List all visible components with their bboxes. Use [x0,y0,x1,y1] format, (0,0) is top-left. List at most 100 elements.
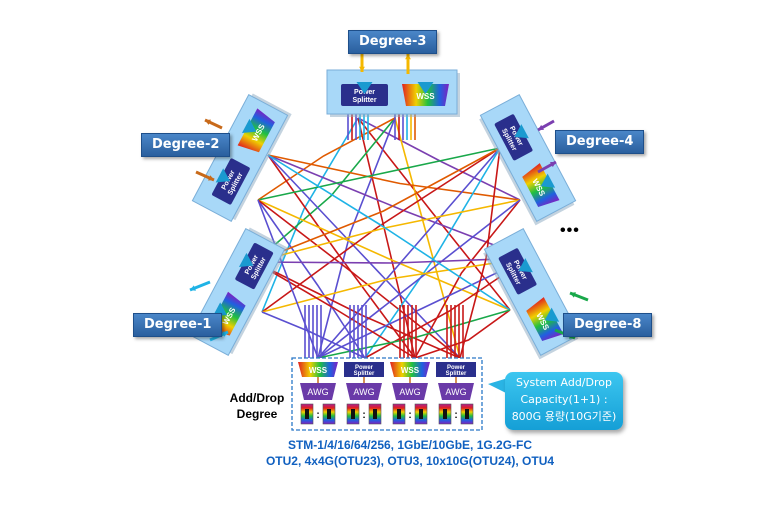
degree-3-in-arrow-head [359,66,365,72]
wss-text: WSS [401,366,420,375]
port-triangle-icon [540,173,556,188]
degree-8-in-arrow-head [570,292,576,298]
add-drop-degree-label: Add/Drop Degree [222,390,292,422]
transponder-label [327,409,331,419]
fiber-link [357,117,416,359]
fiber-link [459,147,501,359]
add-drop-label-line2: Degree [236,407,278,421]
degree-1-in-arrow-head [222,331,228,337]
client-interfaces-line1: STM-1/4/16/64/256, 1GbE/10GbE, 1G.2G-FC [287,438,533,452]
fiber-link [257,199,461,359]
awg-box [392,383,428,400]
degree-2-out-arrow-head [205,119,211,125]
transponder-label [397,409,401,419]
fiber-link [267,154,511,311]
fiber-link [257,147,501,201]
degree-3-out-arrow-head [405,54,411,60]
fiber-link [414,199,521,359]
awg-text: AWG [353,387,374,397]
port-triangle-icon [356,82,373,94]
degree-nodes: PowerSplitterWSSPowerSplitterWSSPowerSpl… [188,54,589,360]
fiber-link [257,199,511,311]
transponder-label [373,409,377,419]
power-splitter-box [494,114,533,161]
degree-2-in-arrow-head [208,175,214,181]
awg-box [438,383,474,400]
awg-text: AWG [307,387,328,397]
wss-box [237,108,275,153]
port-triangle-icon [238,252,254,267]
power-splitter-box [498,248,537,295]
fiber-link [254,261,416,359]
transponder-ellipsis: : [316,410,319,421]
port-triangle-icon [544,307,560,322]
transponder-ellipsis: : [362,410,365,421]
port-triangle-icon [212,302,228,317]
power-splitter-box [436,362,476,377]
fiber-link [267,154,521,201]
degree-1-label: Degree-1 [133,313,223,337]
port-triangle-icon [417,82,434,94]
degree-1-node: WSSPowerSplitter [188,227,289,356]
transponder-label [443,409,447,419]
fiber-link [257,117,396,201]
degree-4-node: PowerSplitterWSS [479,94,577,226]
degree-3-label: Degree-3 [348,30,438,54]
power-splitter-box [341,84,388,106]
fiber-link [267,154,416,359]
degree-4-out-arrow-head [550,162,556,168]
fiber-mesh [254,108,529,362]
port-triangle-icon [518,258,533,273]
power-splitter-box [212,158,250,205]
degree-8-node: PowerSplitterWSS [483,228,581,360]
more-degrees-ellipsis: ••• [560,222,580,239]
degree-4-label: Degree-4 [555,130,645,154]
port-triangle-icon [514,124,529,139]
degree-8-label: Degree-8 [563,313,653,337]
fiber-link [317,257,529,359]
capacity-callout: System Add/Drop Capacity(1+1) : 800G 용량(… [505,372,623,430]
transponder-ellipsis: : [408,410,411,421]
power-splitter-text: Splitter [446,371,467,377]
degree-2-node: PowerSplitterWSS [191,93,292,222]
transponder-label [465,409,469,419]
client-interfaces-line2: OTU2, 4x4G(OTU23), OTU3, 10x10G(OTU24), … [265,454,555,468]
wss-box [402,84,449,106]
power-splitter-box [344,362,384,377]
fiber-link [261,147,501,313]
port-triangle-icon [215,168,231,183]
power-splitter-text: Splitter [354,371,375,377]
awg-text: AWG [399,387,420,397]
degree-4-in-arrow-head [538,124,544,130]
awg-box [300,383,336,400]
power-splitter-box [235,243,274,290]
callout-tail [488,378,508,394]
fiber-link [414,309,511,359]
wss-box [522,163,560,207]
wss-box [390,362,430,377]
fiber-link [357,117,521,201]
wss-text: WSS [416,92,435,101]
degree-2-label: Degree-2 [141,133,231,157]
fiber-link [317,147,501,359]
fiber-link [261,311,366,359]
callout-line3: 800G 용량(10G기준) [511,410,617,423]
fiber-link [254,257,529,264]
callout-line2: Capacity(1+1) : [520,393,608,406]
transponder-ellipsis: : [454,410,457,421]
transponder-label [351,409,355,419]
fiber-link [257,199,319,359]
awg-box [346,383,382,400]
transponder-label [305,409,309,419]
port-triangle-icon [241,118,257,133]
power-splitter-text: Splitter [352,97,376,104]
power-splitter-text: Power [355,365,374,371]
fiber-link [394,117,461,359]
fiber-link [254,147,501,263]
wss-text: WSS [309,366,328,375]
fiber-link [317,309,511,359]
fiber-link [317,199,521,359]
degree-1-out-arrow-head [190,285,196,291]
